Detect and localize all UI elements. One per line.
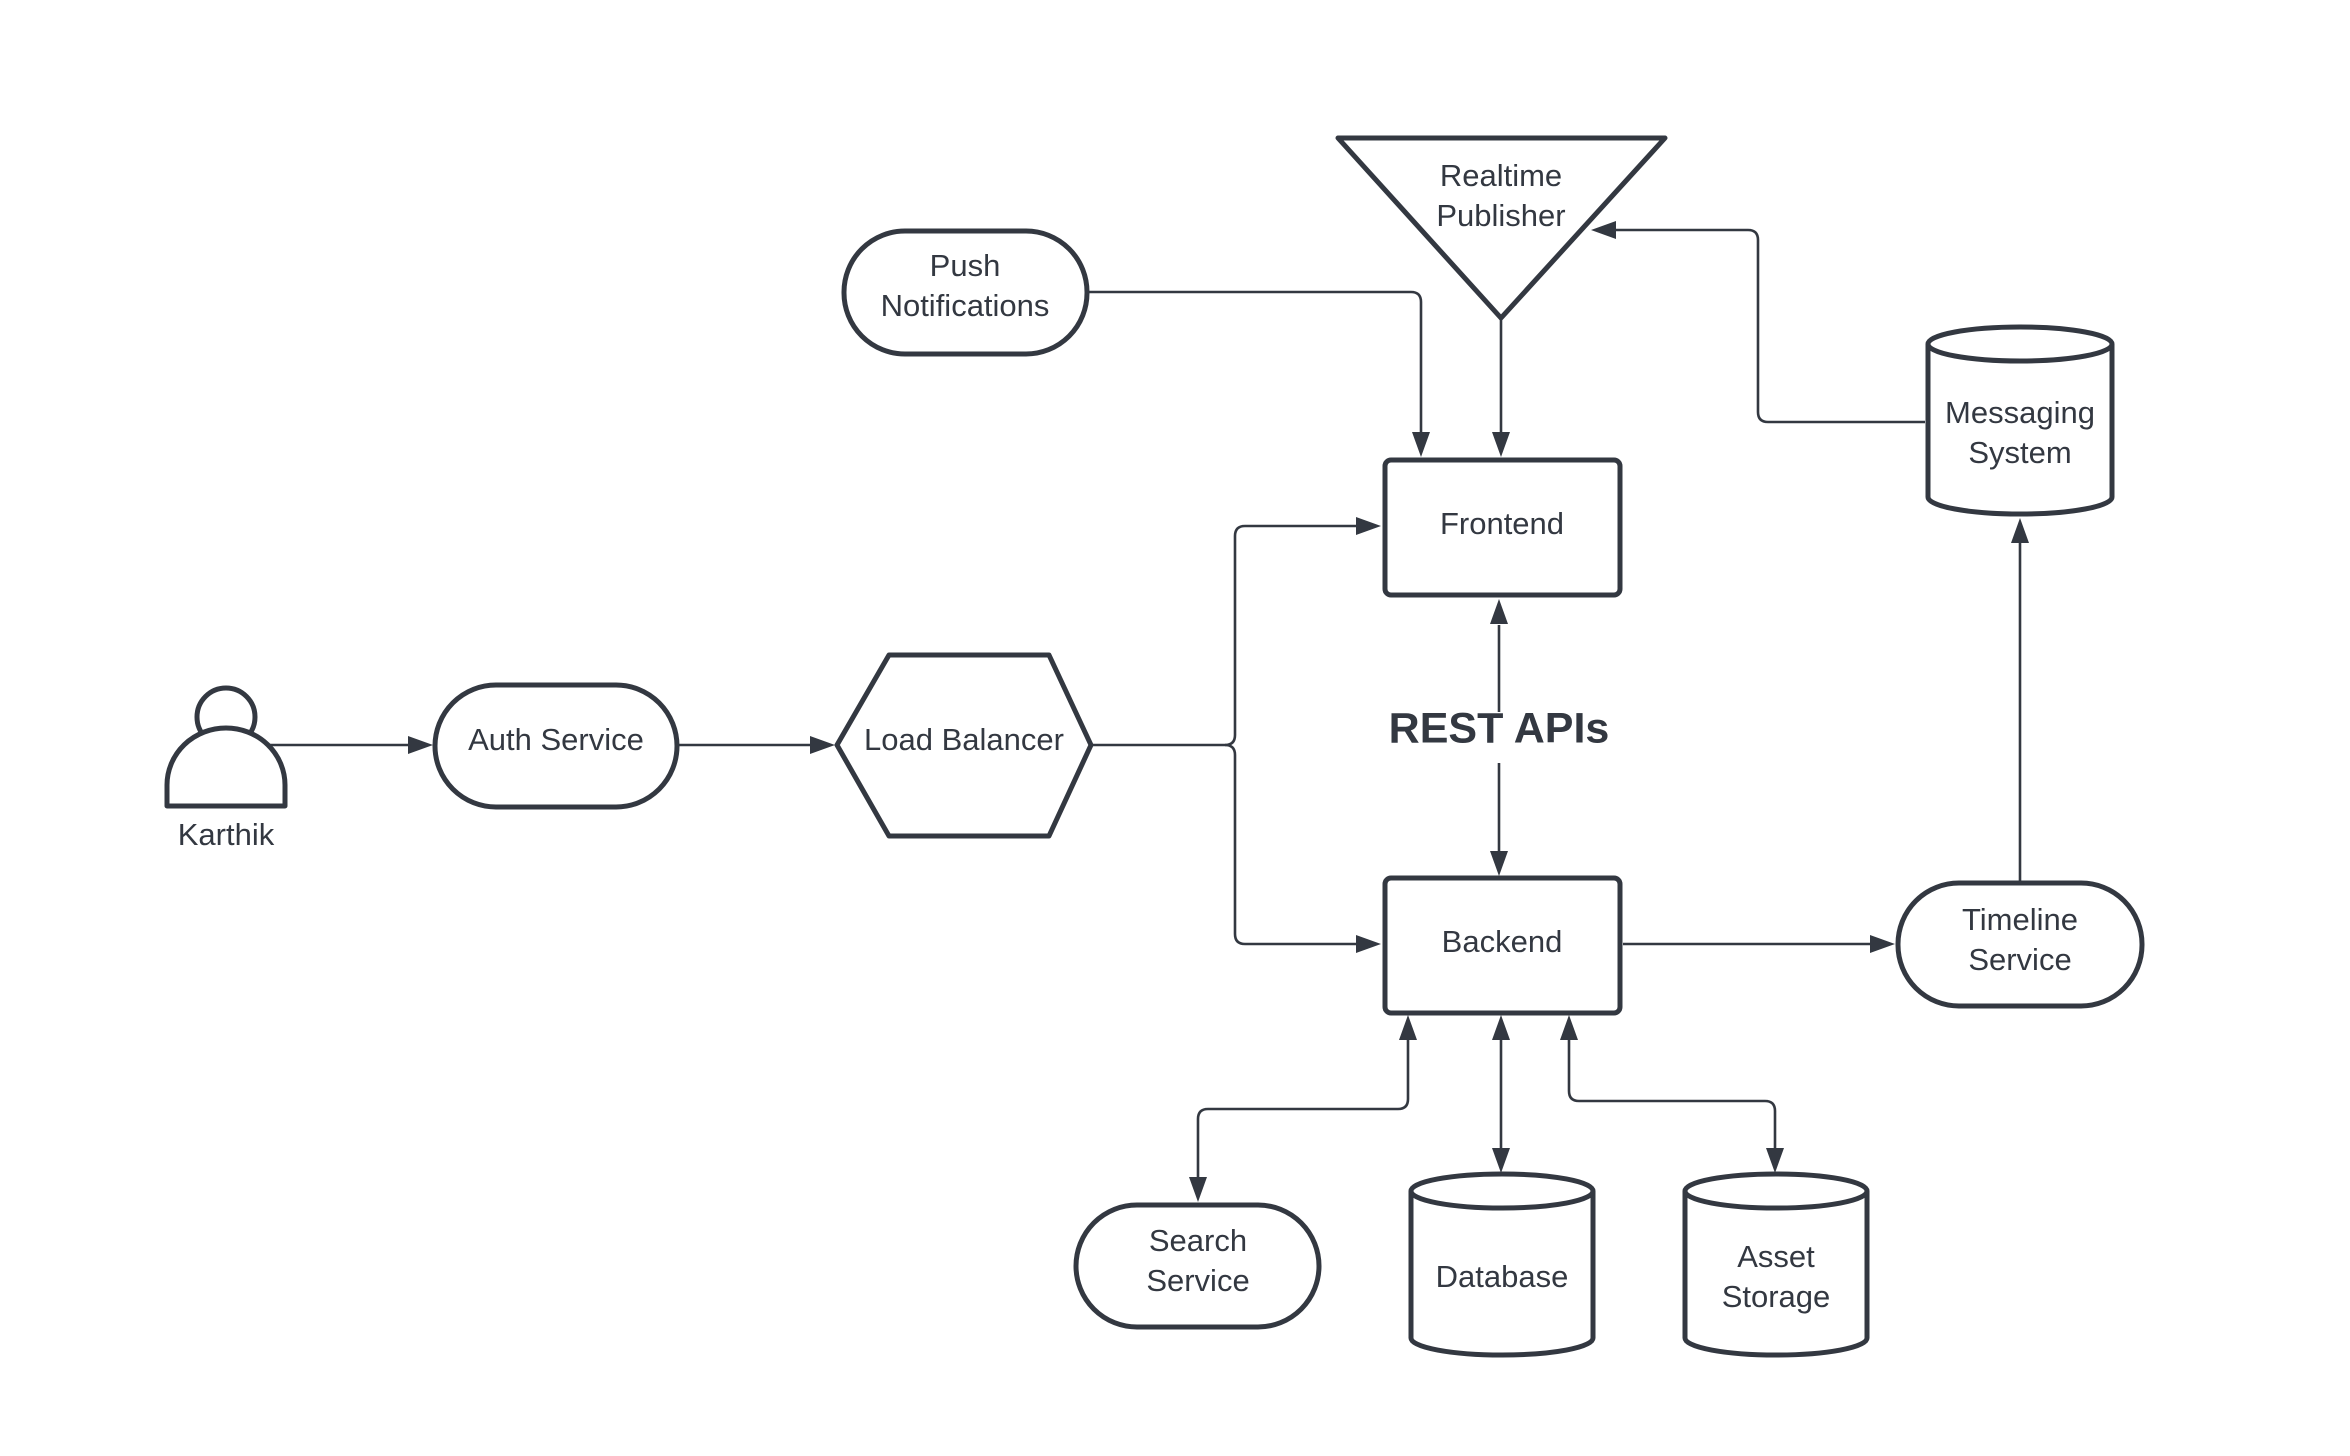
node-load-balancer[interactable]: Load Balancer bbox=[834, 652, 1094, 839]
node-search-service[interactable]: Search Service bbox=[1073, 1202, 1322, 1330]
edge-backend-to-timeline bbox=[1623, 935, 1895, 953]
node-backend[interactable]: Backend bbox=[1382, 875, 1623, 1016]
load-balancer-label: Load Balancer bbox=[864, 722, 1064, 757]
push-notifications-line2: Notifications bbox=[881, 288, 1050, 323]
node-push-notifications[interactable]: Push Notifications bbox=[841, 228, 1090, 357]
edge-auth-to-load-balancer bbox=[677, 736, 835, 754]
push-notifications-line1: Push bbox=[930, 248, 1001, 283]
node-realtime-publisher[interactable]: Realtime Publisher bbox=[1335, 135, 1668, 321]
edge-backend-search bbox=[1189, 1015, 1417, 1202]
node-user[interactable]: Karthik bbox=[164, 685, 288, 852]
edge-user-to-auth bbox=[255, 736, 433, 754]
realtime-publisher-line2: Publisher bbox=[1436, 198, 1565, 233]
asset-storage-line2: Storage bbox=[1722, 1279, 1831, 1314]
database-label: Database bbox=[1436, 1259, 1569, 1294]
realtime-publisher-line1: Realtime bbox=[1440, 158, 1562, 193]
timeline-service-line1: Timeline bbox=[1962, 902, 2078, 937]
node-messaging-system[interactable]: Messaging System bbox=[1925, 324, 2115, 517]
edge-load-balancer-to-frontend bbox=[1090, 517, 1381, 747]
auth-service-label: Auth Service bbox=[468, 722, 644, 757]
node-timeline-service[interactable]: Timeline Service bbox=[1895, 880, 2145, 1009]
node-auth-service[interactable]: Auth Service bbox=[432, 682, 680, 810]
edge-push-notifications-to-frontend bbox=[1086, 290, 1430, 457]
asset-storage-line1: Asset bbox=[1737, 1239, 1815, 1274]
timeline-service-line2: Service bbox=[1968, 942, 2071, 977]
frontend-label: Frontend bbox=[1440, 506, 1564, 541]
edge-load-balancer-to-backend bbox=[1224, 743, 1381, 953]
user-label: Karthik bbox=[178, 817, 275, 852]
backend-label: Backend bbox=[1442, 924, 1563, 959]
edge-backend-database bbox=[1492, 1015, 1510, 1173]
edge-frontend-backend-rest bbox=[1490, 599, 1508, 876]
rest-apis-label: REST APIs bbox=[1389, 704, 1610, 752]
edge-timeline-to-messaging bbox=[2011, 518, 2029, 882]
node-database[interactable]: Database bbox=[1408, 1171, 1596, 1358]
node-asset-storage[interactable]: Asset Storage bbox=[1682, 1171, 1870, 1358]
messaging-system-line1: Messaging bbox=[1945, 395, 2095, 430]
edges bbox=[255, 221, 2029, 1202]
search-service-line1: Search bbox=[1149, 1223, 1247, 1258]
messaging-system-line2: System bbox=[1968, 435, 2071, 470]
edge-realtime-publisher-to-frontend bbox=[1492, 318, 1510, 457]
edge-messaging-to-realtime-publisher bbox=[1591, 221, 1925, 424]
edge-backend-asset bbox=[1560, 1015, 1784, 1173]
node-frontend[interactable]: Frontend bbox=[1382, 457, 1623, 598]
search-service-line2: Service bbox=[1146, 1263, 1249, 1298]
person-icon bbox=[164, 685, 288, 809]
